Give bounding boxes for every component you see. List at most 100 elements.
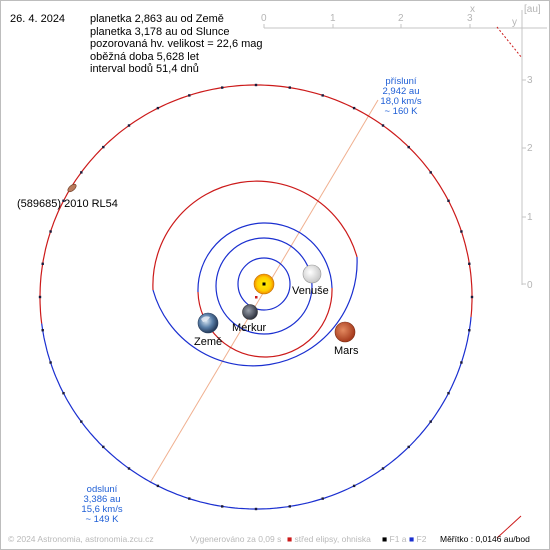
y-tick-label: 2 (527, 143, 533, 154)
aphelion-temp: ~ 149 K (85, 514, 119, 525)
orbit-point (352, 106, 356, 110)
perihelion-temp: ~ 160 K (384, 106, 418, 117)
orbit-point (254, 507, 258, 511)
orbit-point (80, 171, 83, 174)
orbit-point (429, 171, 432, 174)
orbit-point (447, 199, 450, 202)
venus-orbit (215, 237, 313, 335)
orbit-point (49, 230, 52, 233)
asteroid-orbit-points (38, 83, 474, 511)
orbit-point (41, 329, 44, 332)
mars-icon (334, 321, 356, 343)
scale-value: 0,0146 au/bod (475, 534, 530, 544)
copyright-text: © 2024 Astronomia, astronomia.zcu.cz (8, 534, 154, 544)
y-axis-label: y (512, 17, 517, 28)
legend-center: ■ střed elipsy, ohniska (287, 534, 371, 544)
orbit-point (221, 505, 224, 508)
orbit-point (447, 392, 450, 395)
orbit-point (288, 86, 291, 89)
orbit-point (407, 445, 410, 449)
x-tick-label: 2 (398, 13, 404, 24)
earth-orbit-upper (197, 222, 333, 293)
mars-orbit-lower (152, 256, 358, 367)
info-line: pozorovaná hv. velikost = 22,6 mag (90, 38, 263, 50)
earth-label: Země (194, 336, 223, 348)
mercury-icon (242, 304, 258, 320)
aphelion-info: odsluní 3,386 au 15,6 km/s ~ 149 K (70, 485, 134, 525)
scale-text: Měřítko : 0,0146 au/bod (440, 534, 530, 544)
asteroid-icon (67, 183, 77, 193)
orbit-point (49, 361, 52, 364)
info-line: oběžná doba 5,628 let (90, 50, 199, 63)
asteroid-label: (589685) 2010 RL54 (17, 198, 118, 210)
mercury-label: Merkur (232, 322, 267, 334)
x-tick-label: 3 (467, 13, 473, 24)
orbit-point (102, 145, 105, 149)
orbit-point (407, 145, 410, 149)
unit-label: [au] (524, 4, 541, 15)
ellipse-center-marker (255, 296, 258, 299)
generated-text: Vygenerováno za 0,09 s (190, 534, 282, 544)
orbit-point (38, 295, 42, 299)
aphelion-speed: 15,6 km/s (81, 504, 123, 515)
orbit-point (102, 445, 105, 449)
corner-mark (496, 515, 522, 539)
legend-f1: ■ F1 a (382, 534, 407, 544)
info-line: planetka 3,178 au od Slunce (90, 25, 230, 38)
mercury-orbit (237, 257, 291, 311)
orbit-point (127, 467, 131, 470)
legend-f1-label: F1 a (389, 534, 407, 544)
x-axis-label: x (470, 4, 475, 15)
orbit-point (288, 505, 291, 508)
asteroid-orbit-lower (41, 316, 472, 510)
legend-f2-label: F2 (416, 534, 427, 544)
legend-center-label: střed elipsy, ohniska (294, 534, 371, 544)
aphelion-title: odsluní (86, 484, 118, 495)
aphelion-distance: 3,386 au (83, 494, 121, 505)
venus-label: Venuše (292, 285, 329, 297)
orbit-point (254, 83, 258, 87)
orbit-point (470, 295, 474, 299)
x-tick-label: 1 (330, 13, 336, 24)
venus-icon (302, 264, 322, 284)
y-tick-label: 3 (527, 75, 533, 86)
mars-label: Mars (334, 345, 359, 357)
x-tick-label: 0 (261, 13, 267, 24)
orbit-point (221, 86, 224, 89)
orbit-point (460, 361, 463, 364)
orbit-point (352, 484, 356, 488)
orbit-point (62, 199, 65, 202)
y-tick-label: 0 (527, 280, 533, 291)
perihelion-title: přísluní (385, 76, 417, 87)
orbit-point (321, 94, 324, 97)
orbit-point (468, 262, 471, 265)
mars-orbit-upper (152, 180, 358, 291)
scale-label: Měřítko : (440, 534, 474, 544)
orbit-point (188, 497, 191, 500)
orbit-point (156, 106, 160, 110)
corner-mark (496, 26, 523, 59)
date-label: 26. 4. 2024 (10, 13, 66, 25)
orbit-point (381, 124, 385, 127)
orbit-point (41, 262, 44, 265)
orbit-point (429, 420, 432, 423)
axes (263, 10, 547, 285)
sun-icon (253, 273, 275, 295)
orbit-point (321, 497, 324, 500)
earth-icon (197, 312, 219, 334)
orbit-point (381, 467, 385, 470)
info-line: interval bodů 51,4 dnů (90, 63, 199, 75)
orbit-point (188, 94, 191, 97)
orbit-point (62, 392, 65, 395)
perihelion-speed: 18,0 km/s (380, 96, 422, 107)
y-tick-label: 1 (527, 212, 533, 223)
orbit-point (468, 329, 471, 332)
perihelion-distance: 2,942 au (382, 86, 420, 97)
orbit-point (156, 484, 160, 488)
orbit-point (127, 124, 131, 127)
orbit-point (80, 420, 83, 423)
info-panel: planetka 2,863 au od Země planetka 3,178… (90, 13, 263, 76)
info-line: planetka 2,863 au od Země (90, 13, 224, 25)
orbit-point (460, 230, 463, 233)
